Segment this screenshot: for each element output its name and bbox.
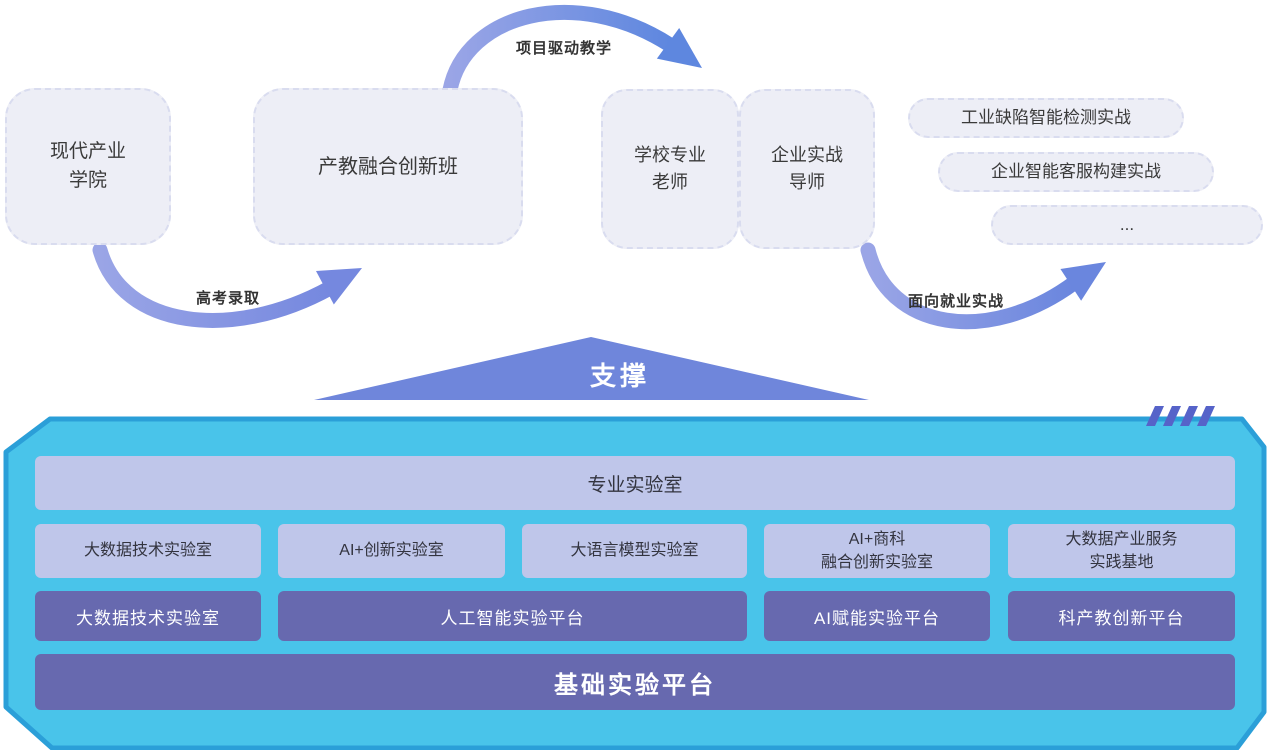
lab-box-ai-business: AI+商科 融合创新实验室 <box>764 524 990 578</box>
pro-lab-label: 专业实验室 <box>587 474 683 496</box>
lab-box-industry-service: 大数据产业服务 实践基地 <box>1008 524 1235 578</box>
lab-box-llm: 大语言模型实验室 <box>522 524 747 578</box>
lab-box-ai-innovation: AI+创新实验室 <box>278 524 505 578</box>
school-teacher-label: 学校专业 老师 <box>634 145 706 192</box>
practice-pill-label: 企业智能客服构建实战 <box>991 162 1161 182</box>
school-teacher-box: 学校专业 老师 <box>601 89 739 249</box>
platform-box-sci-edu: 科产教创新平台 <box>1008 591 1235 641</box>
innovation-class-box: 产教融合创新班 <box>253 88 523 245</box>
support-triangle-label: 支撑 <box>589 361 650 391</box>
base-platform-bar: 基础实验平台 <box>35 654 1235 710</box>
admission-arrow <box>92 242 362 328</box>
admission-arrow-label: 高考录取 <box>195 290 260 307</box>
lab-label: AI+商科 融合创新实验室 <box>820 530 933 571</box>
enterprise-mentor-box: 企业实战 导师 <box>739 89 875 249</box>
innovation-class-label: 产教融合创新班 <box>318 155 458 178</box>
practice-pill-label: ... <box>1119 215 1135 235</box>
practice-pill: 工业缺陷智能检测实战 <box>908 98 1184 138</box>
practice-pill: 企业智能客服构建实战 <box>938 152 1214 192</box>
employment-arrow-label: 面向就业实战 <box>907 293 1004 310</box>
college-label: 现代产业 学院 <box>49 141 126 191</box>
platform-box-ai-empower: AI赋能实验平台 <box>764 591 990 641</box>
lab-label: 大数据产业服务 实践基地 <box>1065 530 1178 571</box>
lab-box-bigdata: 大数据技术实验室 <box>35 524 261 578</box>
platform-label: 人工智能实验平台 <box>440 608 585 628</box>
platform-label: 科产教创新平台 <box>1058 608 1185 628</box>
platform-label: AI赋能实验平台 <box>813 608 941 628</box>
practice-pill-label: 工业缺陷智能检测实战 <box>961 108 1131 128</box>
lab-label: 大数据技术实验室 <box>83 542 212 560</box>
base-platform-label: 基础实验平台 <box>554 671 716 699</box>
practice-pill: ... <box>991 205 1263 245</box>
decorative-slashes <box>1146 406 1215 426</box>
enterprise-mentor-label: 企业实战 导师 <box>771 145 843 192</box>
college-box: 现代产业 学院 <box>5 88 171 245</box>
platform-box-ai: 人工智能实验平台 <box>278 591 747 641</box>
lab-label: 大语言模型实验室 <box>570 542 699 560</box>
lab-label: AI+创新实验室 <box>339 542 444 560</box>
platform-label: 大数据技术实验室 <box>76 608 220 628</box>
pro-lab-bar: 专业实验室 <box>35 456 1235 510</box>
project-teaching-arrow-label: 项目驱动教学 <box>515 40 612 57</box>
platform-box-bigdata: 大数据技术实验室 <box>35 591 261 641</box>
